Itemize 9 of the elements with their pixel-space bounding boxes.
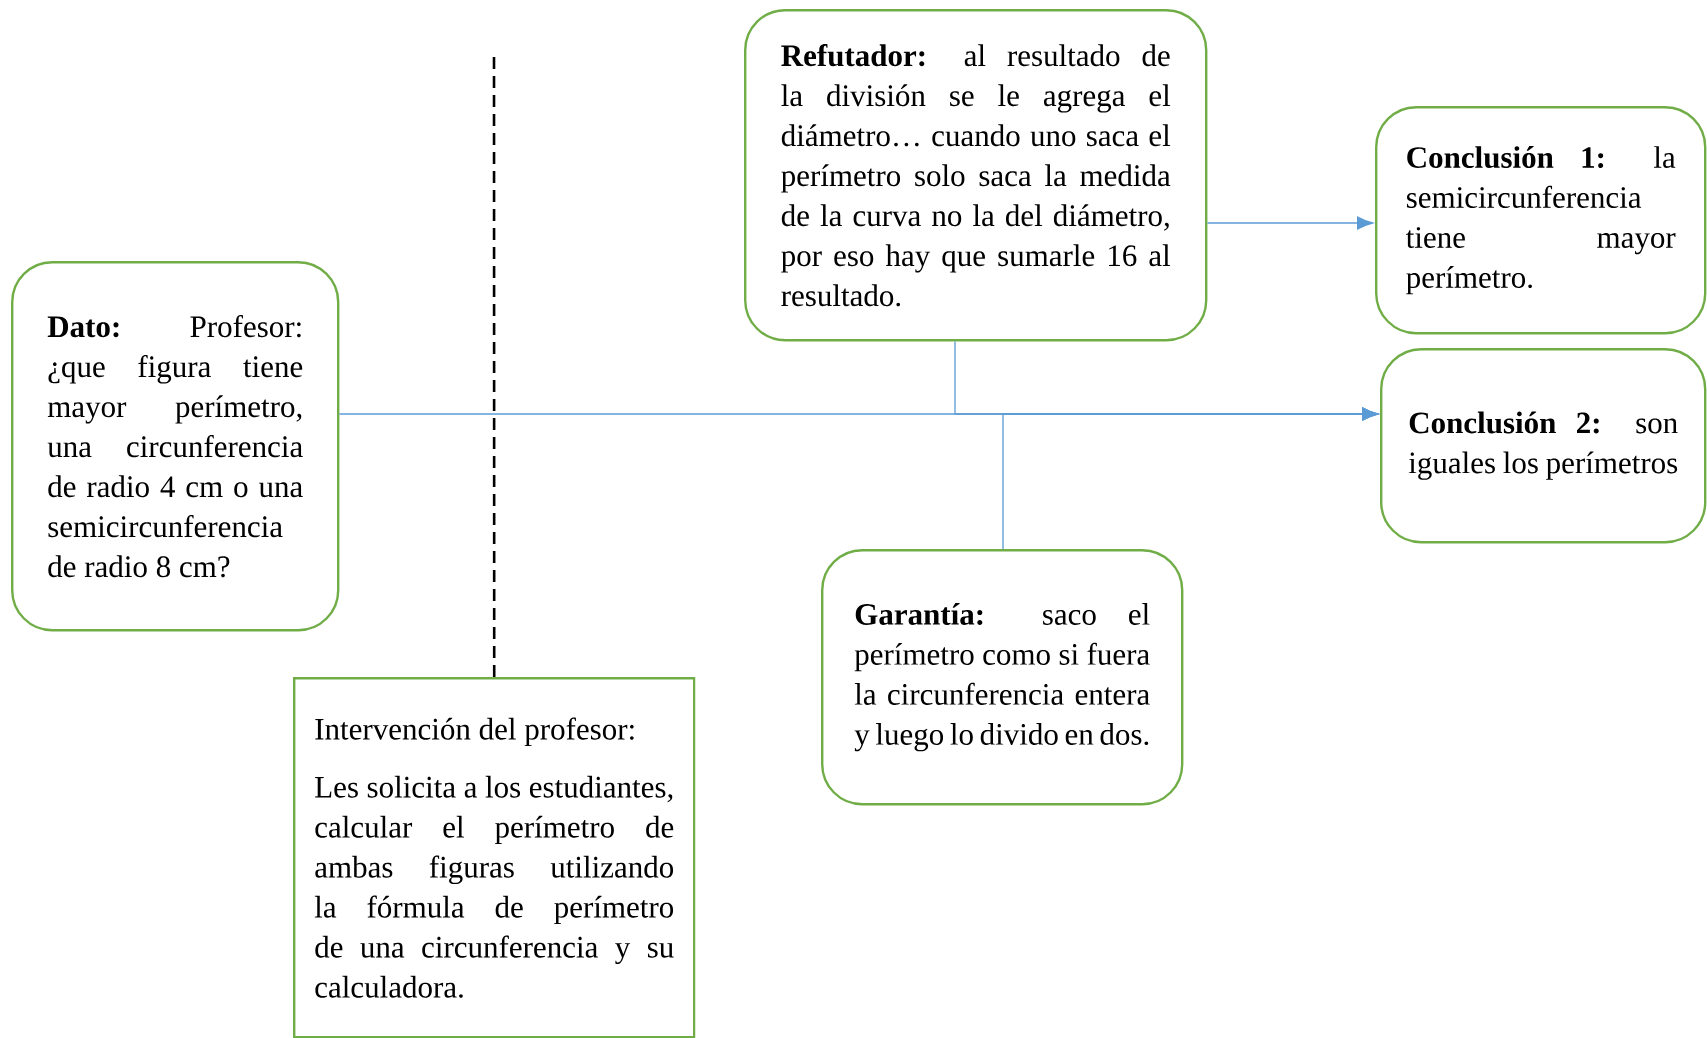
arrow: [1206, 216, 1374, 230]
conclusion-box: Conclusión 2: son iguales los perímetros: [1380, 348, 1707, 544]
dashed-line: [492, 57, 496, 677]
intervention-box: Intervención del profesor: Les solicita a los estudiantes, calcular el perímetro de ambas figuras utilizando la fórmula de perímetro de una circunferencia y su calculadora.: [293, 677, 696, 1038]
arrow: [1002, 407, 1379, 550]
warrant-box: Garantía: saco el perímetro como si fuera la circunferencia entera y luego lo divido en dos.: [821, 549, 1184, 806]
rebuttal-box: Refutador: al resultado de la división se le agrega el diámetro… cuando uno saca el perímetro solo saca la medida de la curva no la del diámetro, por eso hay que sumarle 16 al resultado.: [744, 9, 1208, 342]
data-box: Dato: Profesor: ¿que figura tiene mayor perímetro, una circunferencia de radio 4 cm o una semicircunferencia de radio 8 cm?: [11, 261, 340, 632]
conclusion-box: Conclusión 1: la semicircunferencia tiene mayor perímetro.: [1375, 106, 1707, 335]
